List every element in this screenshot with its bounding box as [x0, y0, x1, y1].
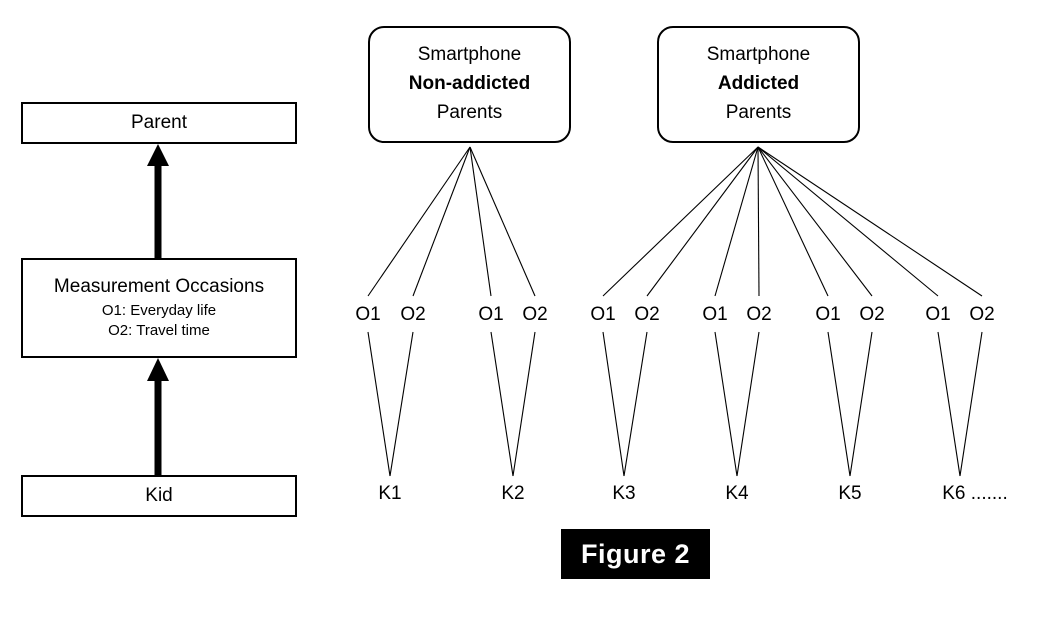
kid-node-k5: K5 — [838, 483, 862, 504]
group-box-addicted: Smartphone Addicted Parents — [657, 26, 860, 143]
occasion-node-addicted-k3-o1: O1 — [590, 304, 616, 325]
level-subtitle-o2: O2: Travel time — [108, 322, 210, 340]
occasion-node-addicted-k3-o2: O2 — [634, 304, 660, 325]
kid-node-k4: K4 — [725, 483, 749, 504]
group-line-status-addicted: Addicted — [717, 73, 800, 95]
figure-caption: Figure 2 — [561, 529, 710, 579]
fan-lines-addicted — [602, 146, 983, 297]
arrow-measurement-to-parent — [147, 144, 169, 258]
occasion-node-non-addicted-k2-o1: O1 — [478, 304, 504, 325]
kid-node-k3: K3 — [612, 483, 636, 504]
kid-node-k1: K1 — [378, 483, 402, 504]
group-line-parents-addicted: Parents — [725, 101, 792, 123]
occasion-node-non-addicted-k2-o2: O2 — [522, 304, 548, 325]
occasion-node-addicted-k5-o1: O1 — [815, 304, 841, 325]
v-lines-occasions-to-kids — [367, 331, 983, 477]
group-line-smartphone-addicted: Smartphone — [706, 44, 811, 66]
level-title-measurement-occasions: Measurement Occasions — [53, 276, 265, 298]
level-title-kid: Kid — [145, 484, 173, 506]
group-box-non-addicted: Smartphone Non-addicted Parents — [368, 26, 571, 143]
occasion-node-addicted-k4-o2: O2 — [746, 304, 772, 325]
level-box-measurement-occasions: Measurement Occasions O1: Everyday life … — [21, 258, 297, 358]
group-line-status-non-addicted: Non-addicted — [408, 73, 531, 95]
group-line-parents-non-addicted: Parents — [436, 101, 503, 123]
level-title-parent: Parent — [131, 111, 187, 133]
occasion-node-addicted-k5-o2: O2 — [859, 304, 885, 325]
occasion-node-addicted-k6-o2: O2 — [969, 304, 995, 325]
occasion-node-addicted-k6-o1: O1 — [925, 304, 951, 325]
occasion-node-non-addicted-k1-o2: O2 — [400, 304, 426, 325]
fan-lines-non-addicted — [367, 146, 536, 297]
occasion-node-addicted-k4-o1: O1 — [702, 304, 728, 325]
kid-node-k2: K2 — [501, 483, 525, 504]
level-box-kid: Kid — [21, 475, 297, 517]
level-box-parent: Parent — [21, 102, 297, 144]
arrow-kid-to-measurement — [147, 358, 169, 475]
group-line-smartphone-non-addicted: Smartphone — [417, 44, 522, 66]
occasion-node-non-addicted-k1-o1: O1 — [355, 304, 381, 325]
kid-node-k6: K6 ....... — [942, 483, 1008, 504]
level-subtitle-o1: O1: Everyday life — [101, 302, 217, 320]
